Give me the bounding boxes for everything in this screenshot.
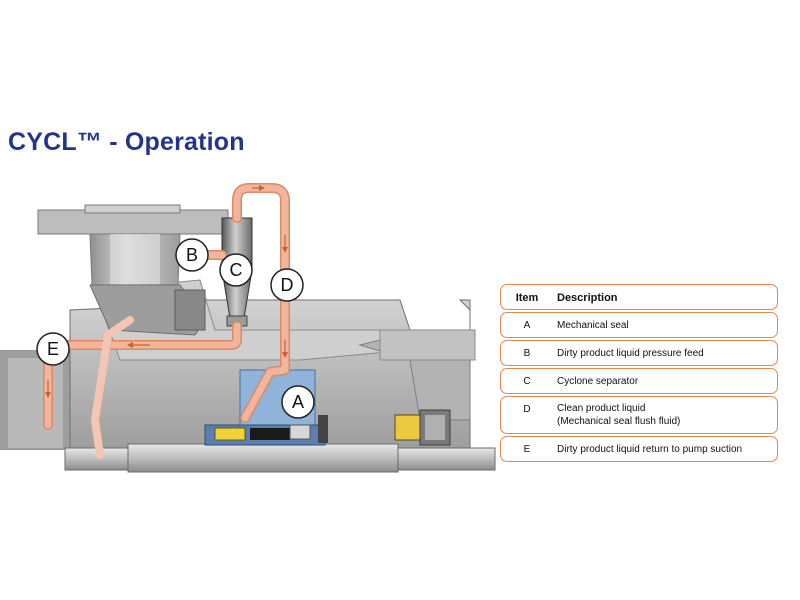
legend-row-description: Dirty product liquid pressure feed — [557, 348, 704, 359]
legend-header: Item Description — [500, 284, 778, 310]
legend-row-b: B Dirty product liquid pressure feed — [500, 340, 778, 366]
legend-row-d: D Clean product liquid (Mechanical seal … — [500, 396, 778, 434]
legend-row-description: Mechanical seal — [557, 320, 629, 331]
callout-e: E — [36, 332, 70, 366]
legend-row-item: A — [523, 320, 531, 331]
legend-row-e: E Dirty product liquid return to pump su… — [500, 436, 778, 462]
callout-d-label: D — [281, 275, 294, 295]
legend-row-description: Clean product liquid — [557, 403, 646, 414]
legend-row-description: Dirty product liquid return to pump suct… — [557, 444, 743, 455]
callout-d: D — [270, 268, 304, 302]
callout-e-label: E — [47, 339, 59, 359]
legend-row-item: C — [523, 376, 531, 387]
legend-row-c: C Cyclone separator — [500, 368, 778, 394]
suction-nozzle — [37, 204, 229, 336]
legend-row-description: Cyclone separator — [557, 376, 639, 387]
callout-b: B — [175, 238, 209, 272]
legend-header-description: Description — [557, 292, 618, 304]
flow-arrows — [45, 185, 288, 398]
page-title: CYCL™ - Operation — [8, 128, 245, 156]
callout-c: C — [219, 253, 253, 287]
callout-c-label: C — [230, 260, 243, 280]
legend-row-item: B — [523, 348, 531, 359]
legend-row-item: D — [523, 404, 531, 415]
legend-row-item: E — [523, 444, 531, 455]
legend-header-item: Item — [515, 292, 539, 304]
callout-a-label: A — [292, 392, 304, 412]
legend-row-a: A Mechanical seal — [500, 312, 778, 338]
pump-shaft — [64, 443, 496, 473]
callout-a: A — [281, 385, 315, 419]
legend-row-description-line2: (Mechanical seal flush fluid) — [557, 416, 681, 427]
bearing-component — [394, 409, 451, 446]
callout-b-label: B — [186, 245, 198, 265]
